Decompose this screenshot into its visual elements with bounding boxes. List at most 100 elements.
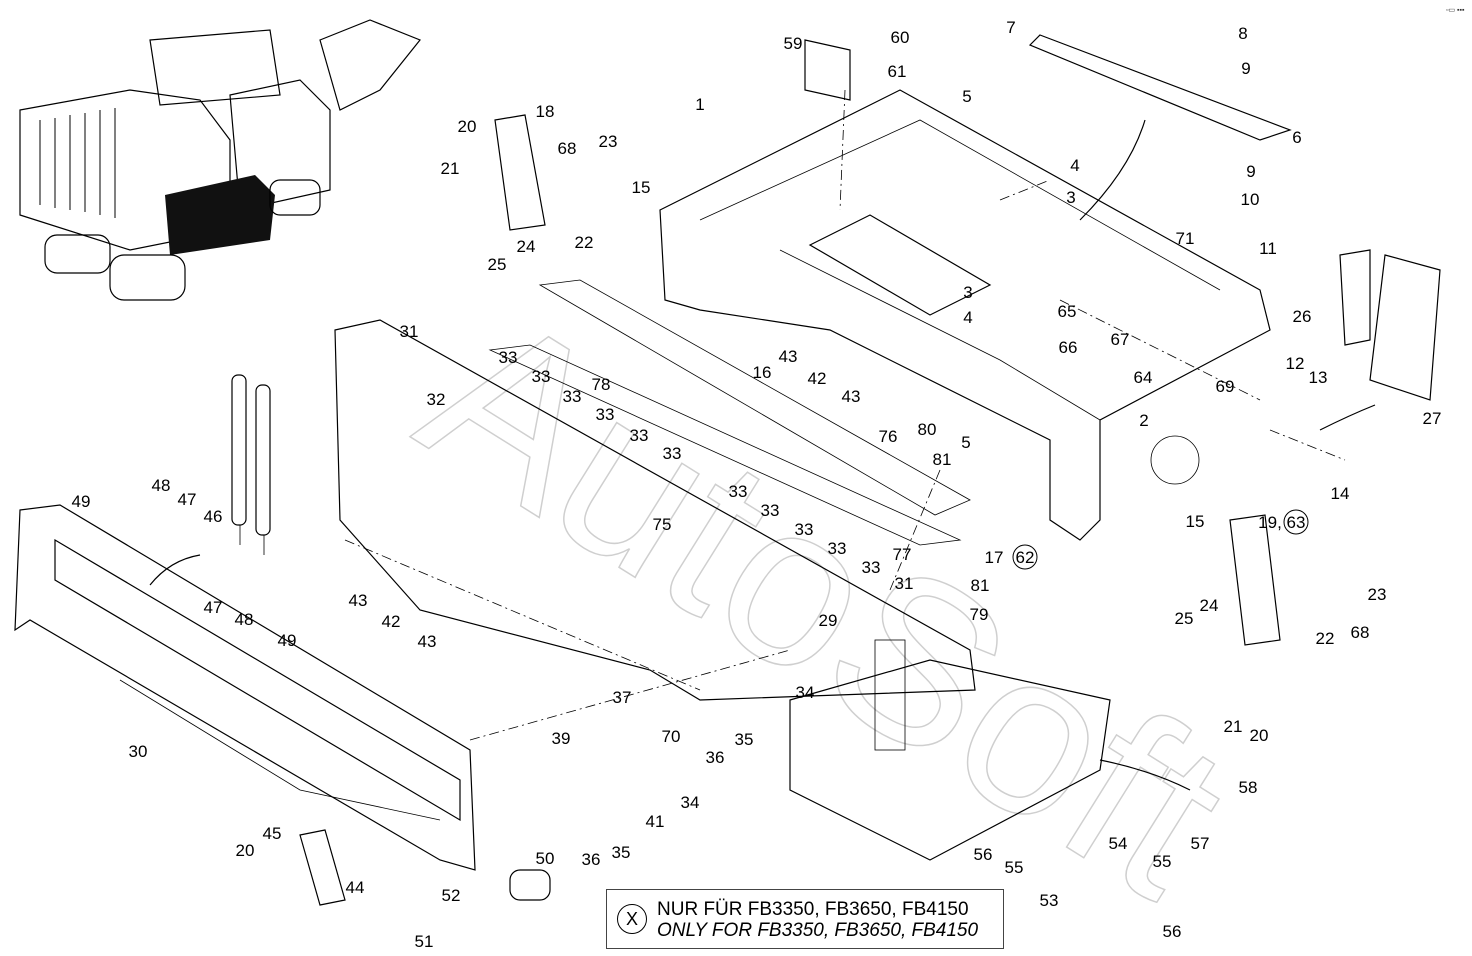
part-label: 55 — [1153, 852, 1172, 871]
part-label: 27 — [1423, 409, 1442, 428]
part-label: 14 — [1331, 484, 1350, 503]
part-label: 20 — [236, 841, 255, 860]
part-label: 31 — [895, 574, 914, 593]
part-label: 3 — [1066, 188, 1075, 207]
part-label: 16 — [753, 363, 772, 382]
variant-circle — [1283, 509, 1309, 535]
circled-part-label: 62 — [1016, 548, 1035, 567]
part-label: 51 — [415, 932, 434, 951]
part-label: 22 — [575, 233, 594, 252]
part-label: 15 — [632, 178, 651, 197]
note-english: ONLY FOR FB3350, FB3650, FB4150 — [657, 920, 979, 941]
part-label: 36 — [582, 850, 601, 869]
part-label: 48 — [235, 610, 254, 629]
part-label: 42 — [808, 369, 827, 388]
variant-circle — [1012, 544, 1038, 570]
part-label: 33 — [828, 539, 847, 558]
part-label: 65 — [1058, 302, 1077, 321]
part-label: 34 — [796, 683, 815, 702]
part-label: 35 — [735, 730, 754, 749]
bracket-18 — [494, 114, 546, 231]
part-label: 2 — [1139, 411, 1148, 430]
part-label: 34 — [681, 793, 700, 812]
part-label: 33 — [663, 444, 682, 463]
plate-44 — [299, 829, 346, 906]
part-label: 23 — [1368, 585, 1387, 604]
part-label: 37 — [613, 688, 632, 707]
corner-mark: ▫▭ ▪▪▪ — [1446, 7, 1465, 14]
part-label: 67 — [1111, 330, 1130, 349]
part-label: 33 — [563, 387, 582, 406]
part-label: 78 — [592, 375, 611, 394]
part-label: 46 — [204, 507, 223, 526]
cylinders — [231, 374, 271, 555]
part-label: 31 — [400, 322, 419, 341]
part-label: 76 — [879, 427, 898, 446]
part-label: 12 — [1286, 354, 1305, 373]
part-label: 33 — [596, 405, 615, 424]
part-label: 47 — [204, 598, 223, 617]
part-label: 13 — [1309, 368, 1328, 387]
part-label: 81 — [971, 576, 990, 595]
part-label: 23 — [599, 132, 618, 151]
main-frame — [659, 89, 1271, 541]
part-label: 4 — [963, 308, 972, 327]
variant-symbol: X — [617, 904, 647, 934]
plate-59 — [804, 39, 851, 101]
part-label: 50 — [536, 849, 555, 868]
part-label: 25 — [1175, 609, 1194, 628]
walkway-plate — [1028, 34, 1292, 141]
part-label: 53 — [1040, 891, 1059, 910]
part-label: 22 — [1316, 629, 1335, 648]
part-label: 68 — [558, 139, 577, 158]
part-label: 66 — [1059, 338, 1078, 357]
note-german: NUR FÜR FB3350, FB3650, FB4150 — [657, 899, 969, 920]
part-label: 59 — [784, 34, 803, 53]
part-label: 47 — [178, 490, 197, 509]
part-label: 11 — [1259, 239, 1277, 258]
part-label: 52 — [442, 886, 461, 905]
part-label: 20 — [458, 117, 477, 136]
part-label: 5 — [961, 433, 970, 452]
part-label: 21 — [441, 159, 460, 178]
part-label: 19, — [1258, 513, 1282, 532]
part-label: 70 — [662, 727, 681, 746]
part-label: 56 — [1163, 922, 1182, 941]
part-label: 9 — [1246, 162, 1255, 181]
machine-overview-illustration — [19, 19, 421, 301]
part-label: 33 — [761, 501, 780, 520]
part-label: 68 — [1351, 623, 1370, 642]
part-label: 43 — [779, 347, 798, 366]
front-bumper — [14, 504, 476, 871]
bracket-19 — [1229, 514, 1281, 646]
part-label: 33 — [499, 348, 518, 367]
part-label: 64 — [1134, 368, 1153, 387]
part-label: 44 — [346, 878, 365, 897]
pin-50 — [509, 869, 551, 901]
part-label: 79 — [970, 605, 989, 624]
part-label: 3 — [963, 283, 972, 302]
part-label: 24 — [1200, 596, 1219, 615]
part-label: 75 — [653, 515, 672, 534]
part-label: 61 — [888, 62, 907, 81]
part-label: 56 — [974, 845, 993, 864]
part-label: 36 — [706, 748, 725, 767]
part-label: 26 — [1293, 307, 1312, 326]
part-label: 58 — [1239, 778, 1258, 797]
circled-part-label: 63 — [1287, 513, 1306, 532]
part-label: 43 — [842, 387, 861, 406]
part-label: 57 — [1191, 834, 1210, 853]
part-label: 10 — [1241, 190, 1260, 209]
part-label: 24 — [517, 237, 536, 256]
part-label: 33 — [532, 367, 551, 386]
part-label: 71 — [1176, 229, 1195, 248]
part-label: 77 — [893, 545, 912, 564]
part-label: 49 — [278, 631, 297, 650]
part-label: 60 — [891, 28, 910, 47]
part-label: 18 — [536, 102, 555, 121]
part-label: 29 — [819, 611, 838, 630]
bracket-26 — [1339, 249, 1371, 346]
part-label: 69 — [1216, 377, 1235, 396]
